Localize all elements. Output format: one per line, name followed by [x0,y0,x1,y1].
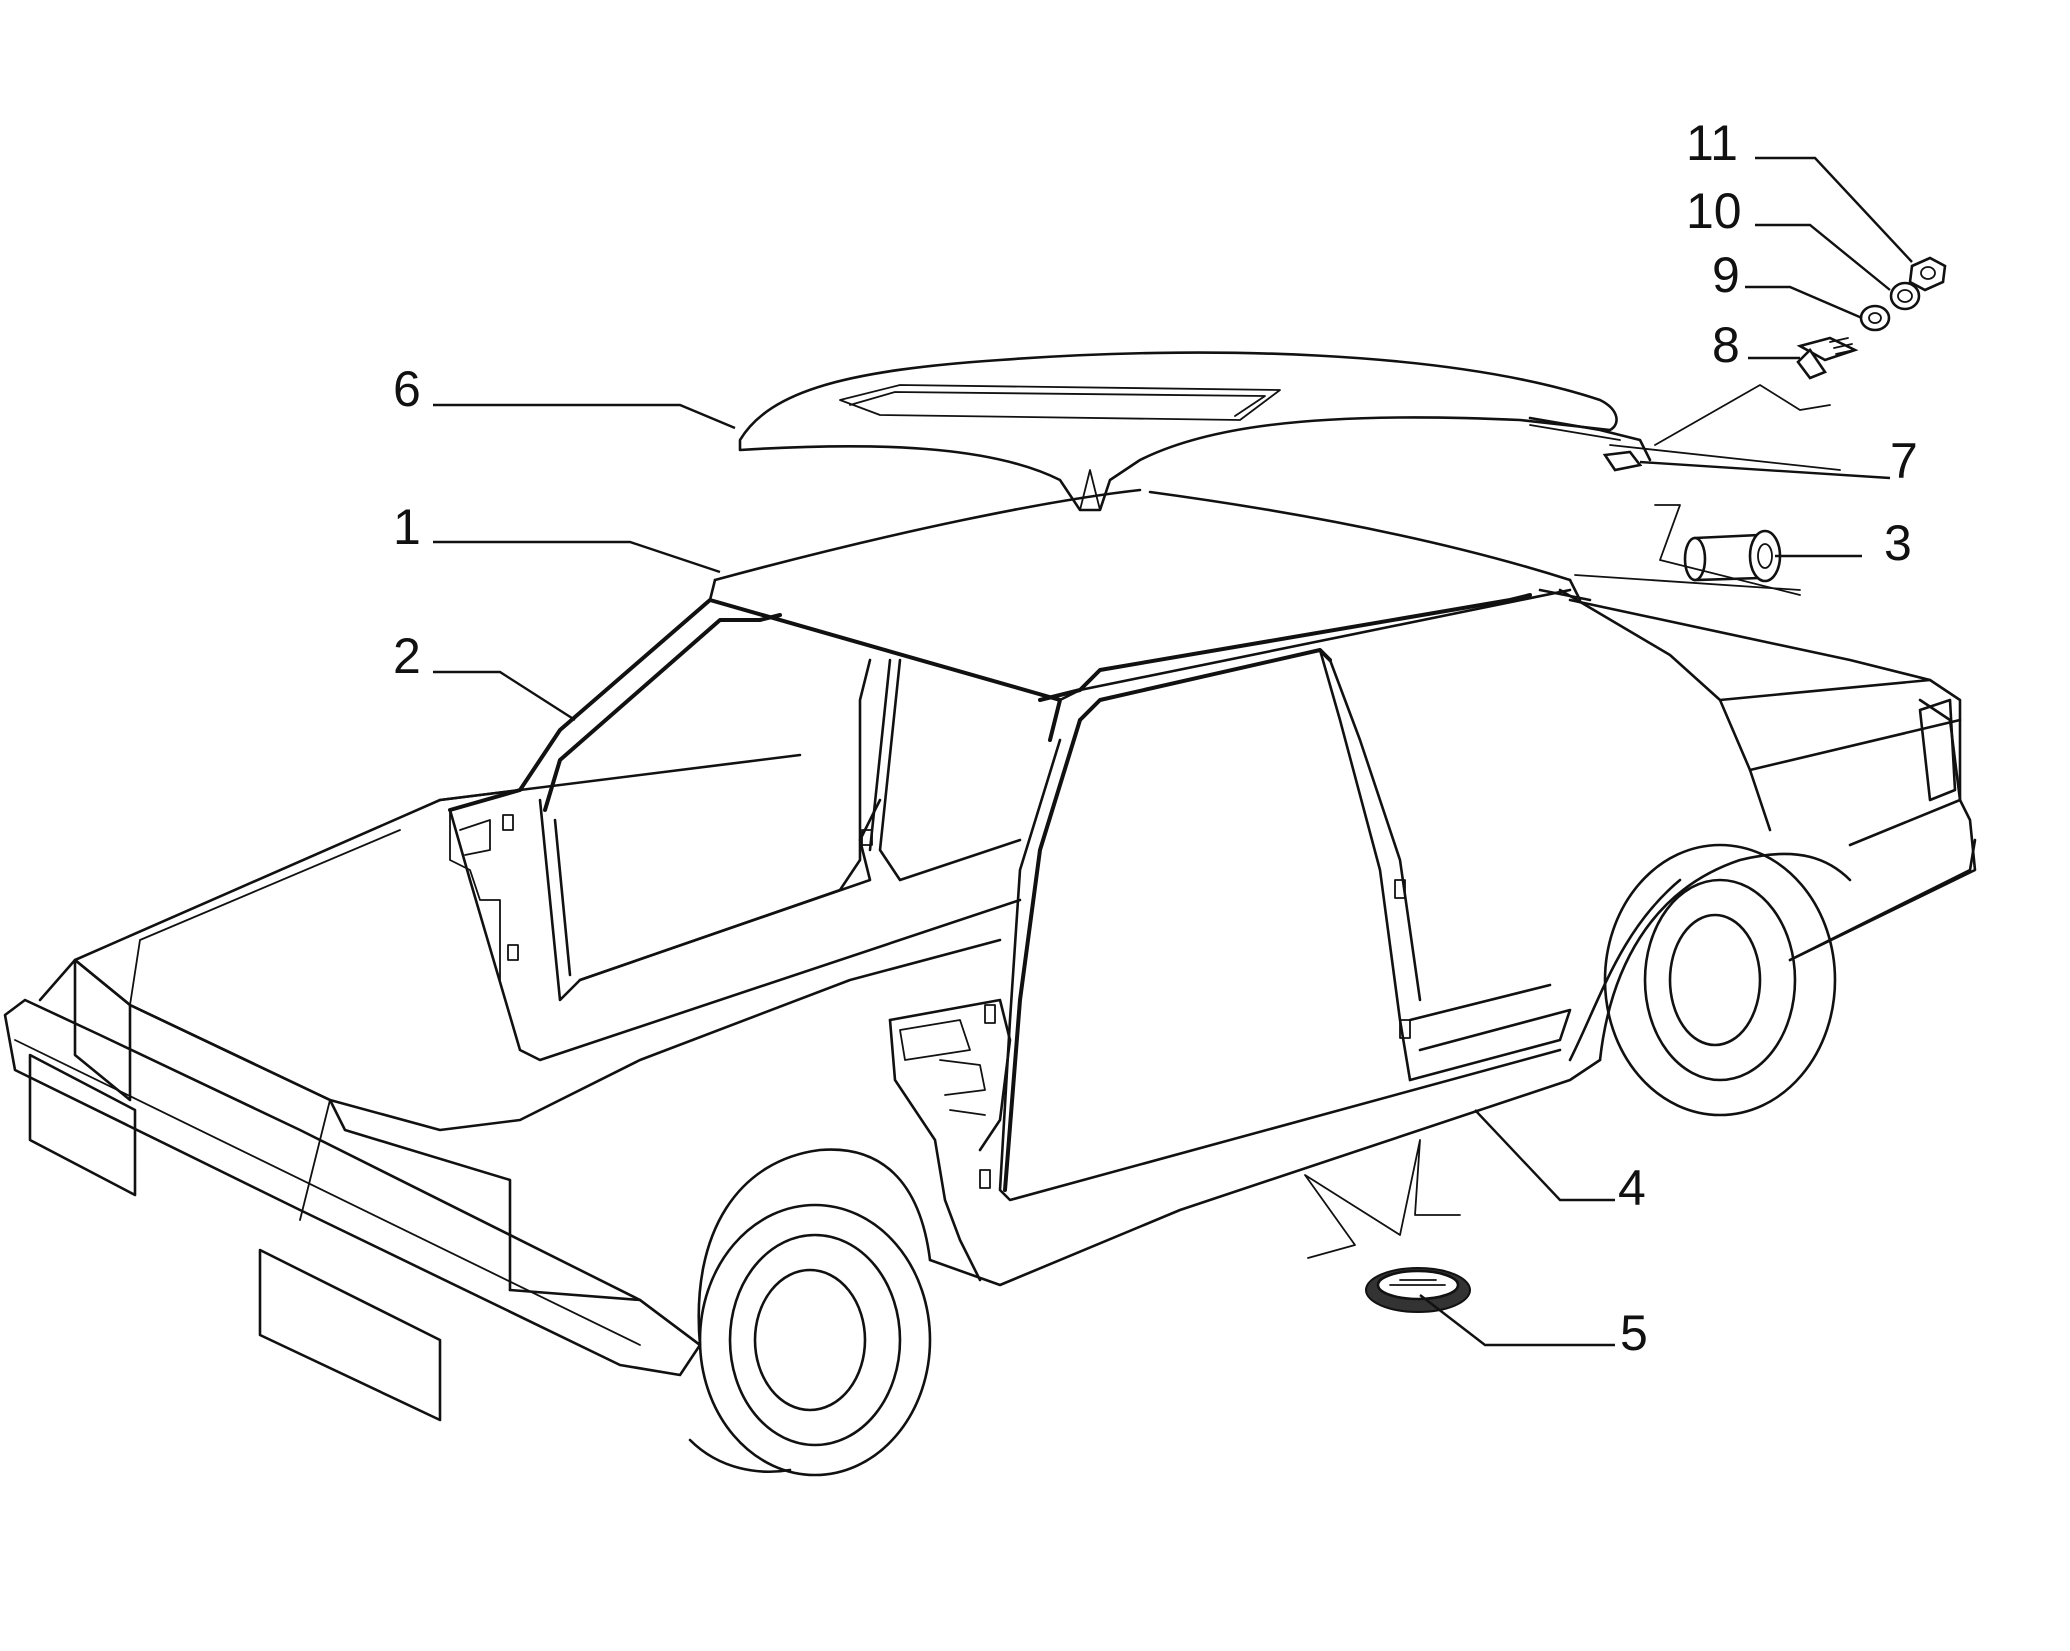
callout-8: 8 [1712,317,1740,373]
emblem-part [1365,1267,1471,1313]
callout-11: 11 [1686,115,1738,171]
leader-7 [1639,460,1891,480]
leader-6 [433,403,736,430]
washer-part [1859,304,1891,332]
spring-washer-part [1889,281,1921,311]
leader-2 [433,670,576,722]
callout-1: 1 [393,499,421,555]
callout-5: 5 [1620,1305,1648,1361]
leader-10 [1755,223,1891,291]
callout-2: 2 [393,628,421,684]
car-body-outline [3,588,1977,1477]
leader-9 [1745,285,1863,320]
callout-7: 7 [1890,433,1918,489]
leader-4 [1474,1109,1615,1202]
callout-4: 4 [1618,1160,1646,1216]
leader-11 [1755,156,1913,263]
callout-labels: 1 2 3 4 5 6 7 8 9 10 11 [393,115,1918,1361]
callout-6: 6 [393,361,421,417]
bush-part [1654,504,1801,596]
headliner [738,351,1652,512]
assembly-lines [1304,384,1841,1259]
side-frame [448,593,1572,1282]
callout-3: 3 [1884,515,1912,571]
callout-9: 9 [1712,247,1740,303]
leader-5 [1419,1294,1615,1347]
roof-panel [708,488,1801,702]
bolt-part [1796,336,1859,380]
leader-1 [433,540,721,574]
leader-lines [433,156,1913,1347]
nut-part [1908,256,1947,292]
callout-10: 10 [1686,183,1742,239]
